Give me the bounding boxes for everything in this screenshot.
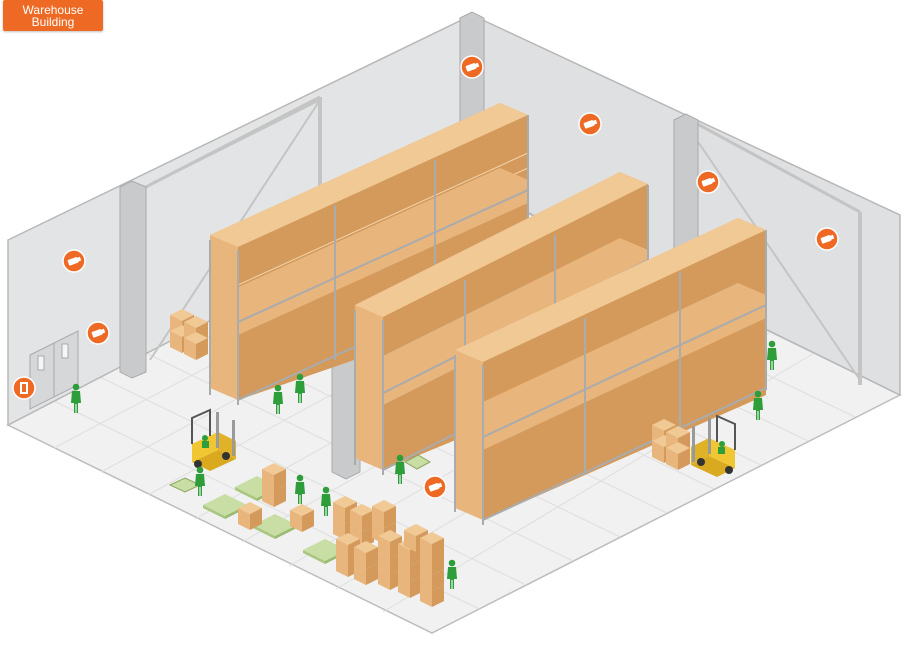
security-camera-icon[interactable] bbox=[62, 249, 86, 273]
exit-door-icon[interactable] bbox=[12, 376, 36, 400]
security-camera-icon[interactable] bbox=[696, 170, 720, 194]
pallet-jack-middle bbox=[403, 454, 432, 470]
security-camera-icon[interactable] bbox=[423, 475, 447, 499]
security-camera-icon[interactable] bbox=[578, 112, 602, 136]
title-badge[interactable]: Warehouse Building bbox=[3, 0, 103, 31]
security-camera-icon[interactable] bbox=[86, 321, 110, 345]
rack-row-3 bbox=[454, 218, 767, 525]
security-camera-icon[interactable] bbox=[460, 55, 484, 79]
security-camera-icon[interactable] bbox=[815, 227, 839, 251]
rack-row-1 bbox=[209, 103, 529, 405]
title-label: Warehouse Building bbox=[22, 2, 84, 29]
